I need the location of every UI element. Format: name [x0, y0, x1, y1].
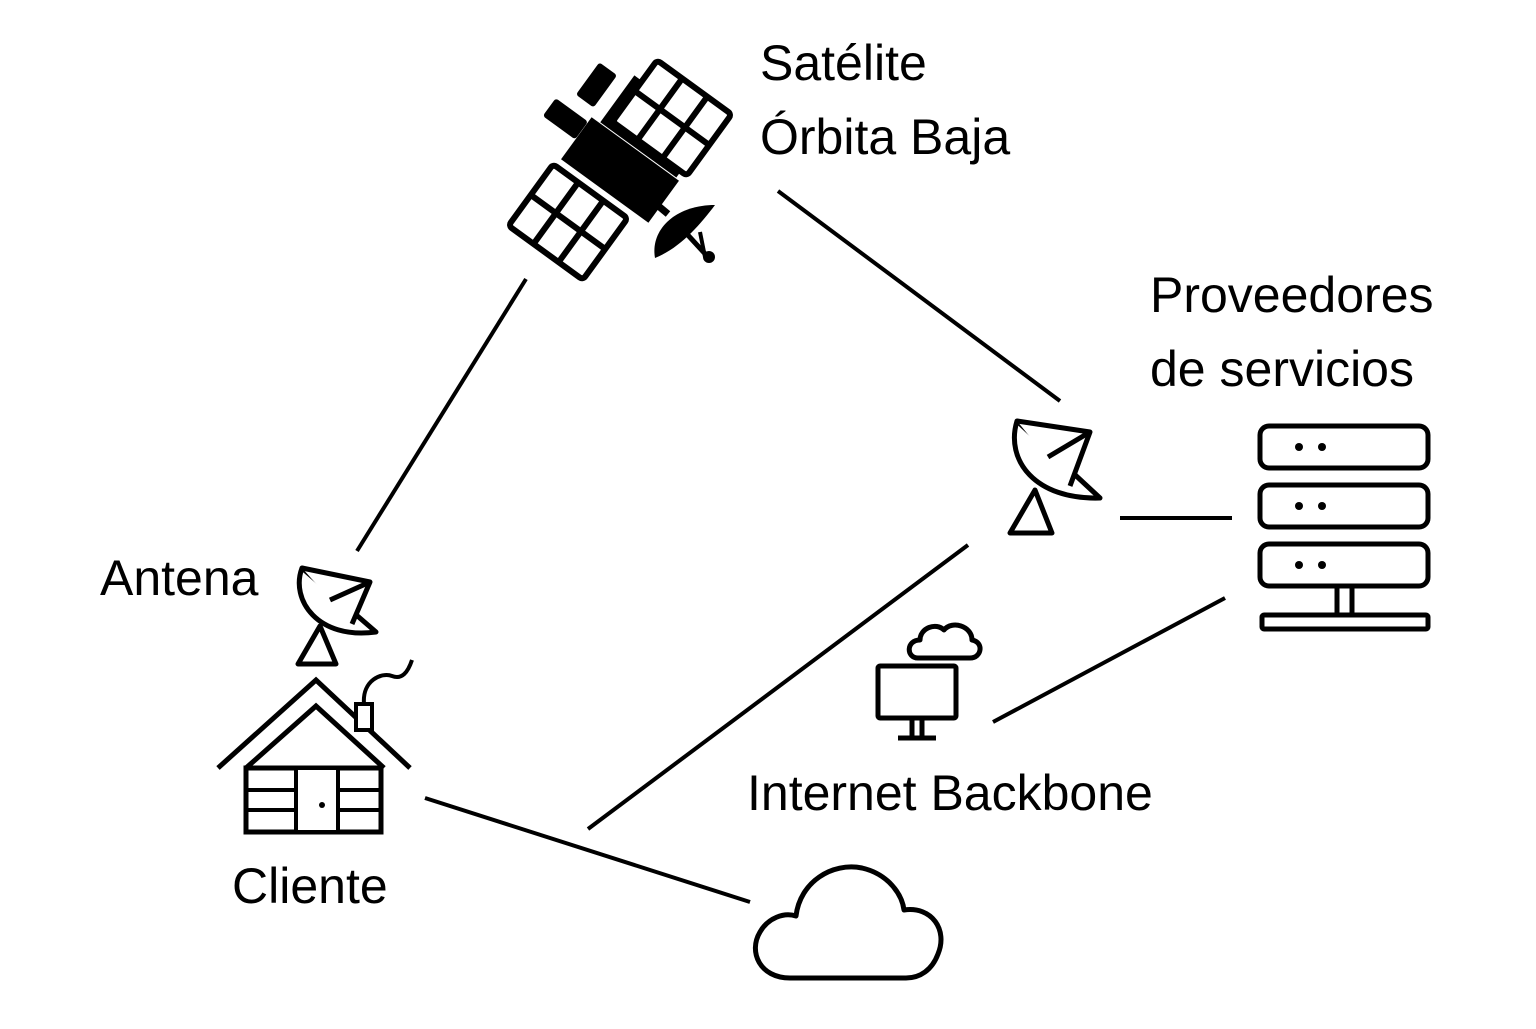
satellite-label-line2: Órbita Baja [760, 109, 1011, 165]
link-groundstation-ground [586, 543, 970, 831]
server-rack-icon [1257, 423, 1431, 632]
providers-label-line2: de servicios [1150, 341, 1414, 397]
satellite-icon [507, 58, 733, 282]
antenna-label: Antena [100, 550, 259, 606]
cloud-icon [753, 864, 944, 981]
satellite-dish-icon [295, 565, 379, 667]
link-house-cloud [424, 796, 751, 904]
satellite-label-line1: Satélite [760, 35, 927, 91]
providers-label-line1: Proveedores [1150, 267, 1434, 323]
backbone-label: Internet Backbone [747, 765, 1153, 821]
house-icon [216, 659, 414, 835]
link-satellite-groundstation [776, 189, 1062, 403]
link-satellite-antenna [355, 277, 528, 553]
monitor-cloud-icon [875, 622, 983, 741]
link-servers-backbone [992, 596, 1226, 724]
client-label: Cliente [232, 858, 388, 914]
ground-station-dish-icon [1007, 418, 1103, 536]
